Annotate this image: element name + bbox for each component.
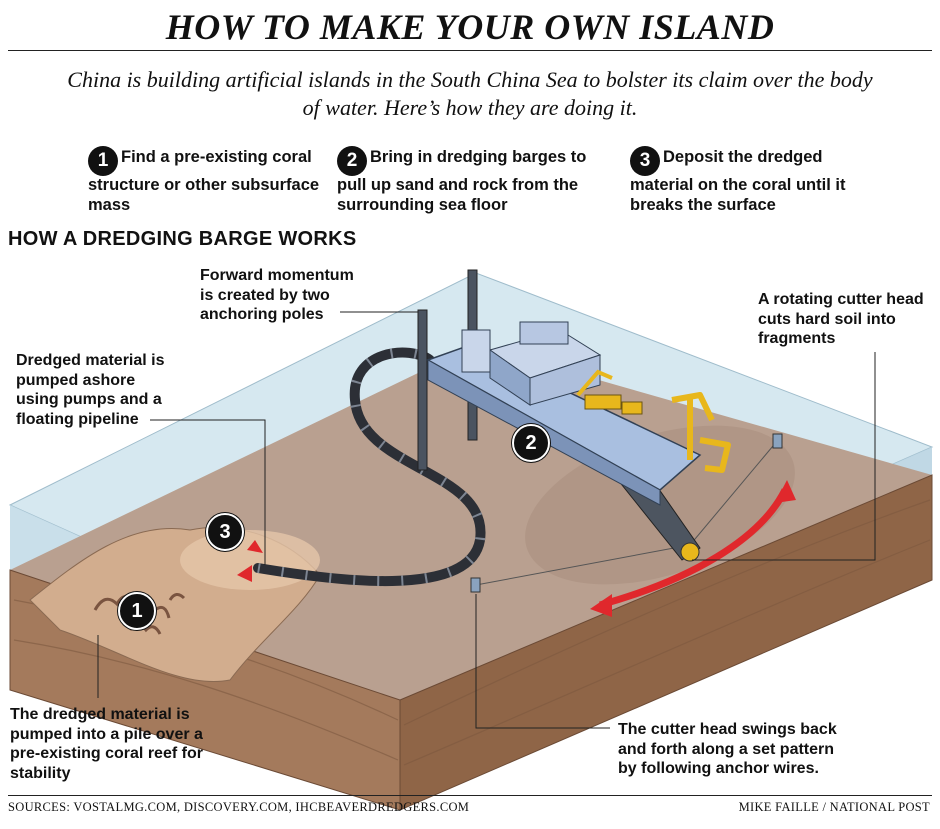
deposit-arrow	[247, 540, 263, 553]
step-text: Deposit the dredged material on the cora…	[630, 148, 846, 214]
arrow-head	[775, 480, 796, 503]
diagram-badge-1: 1	[118, 592, 156, 630]
yellow-machinery	[621, 401, 643, 415]
barge-tower	[461, 329, 491, 373]
callout-forward-momentum: Forward momentum is created by two ancho…	[200, 267, 354, 323]
callout-pile: The dredged material is pumped into a pi…	[10, 706, 203, 782]
leader-line	[692, 352, 876, 561]
yellow-machinery	[584, 394, 622, 410]
callout-cutter-head: A rotating cutter head cuts hard soil in…	[758, 291, 924, 347]
section-heading: HOW A DREDGING BARGE WORKS	[8, 228, 357, 250]
barge-bridge	[519, 321, 569, 345]
cutter-head	[680, 542, 700, 562]
diagram-badge-2: 2	[512, 424, 550, 462]
leader-line	[150, 419, 266, 565]
step-number-badge: 3	[630, 146, 660, 176]
spud-pole	[417, 309, 428, 471]
anchor-wire	[475, 544, 691, 586]
leader-line	[475, 594, 610, 729]
arrow-head	[590, 594, 612, 617]
yellow-crane	[671, 392, 731, 473]
step-text: Bring in dredging barges to pull up sand…	[337, 148, 587, 214]
pipeline-joints	[257, 347, 486, 587]
callout-swing: The cutter head swings back and forth al…	[618, 721, 837, 777]
soil-right-face	[399, 474, 933, 811]
step-number-badge: 2	[337, 146, 367, 176]
footer-sources: SOURCES: VOSTALMG.COM, DISCOVERY.COM, IH…	[8, 800, 470, 814]
subtitle: China is building artificial islands in …	[67, 67, 873, 120]
swing-arrow	[599, 488, 789, 609]
footer-rule	[8, 795, 932, 796]
anchor-marker	[772, 433, 783, 449]
barge-cabin-side	[529, 354, 601, 406]
deposit-arrow	[237, 565, 252, 582]
title-rule	[8, 50, 932, 51]
callout-pumped-ashore: Dredged material is pumped ashore using …	[16, 352, 165, 428]
anchor-wire	[689, 439, 779, 546]
diagram-badge-3: 3	[206, 513, 244, 551]
footer-credit: MIKE FAILLE / NATIONAL POST	[738, 800, 930, 814]
step-text: Find a pre-existing coral structure or o…	[88, 148, 320, 214]
step-number-badge: 1	[88, 146, 118, 176]
yellow-crane	[576, 369, 613, 397]
page-title: HOW TO MAKE YOUR OWN ISLAND	[165, 7, 775, 47]
anchor-marker	[470, 577, 481, 593]
